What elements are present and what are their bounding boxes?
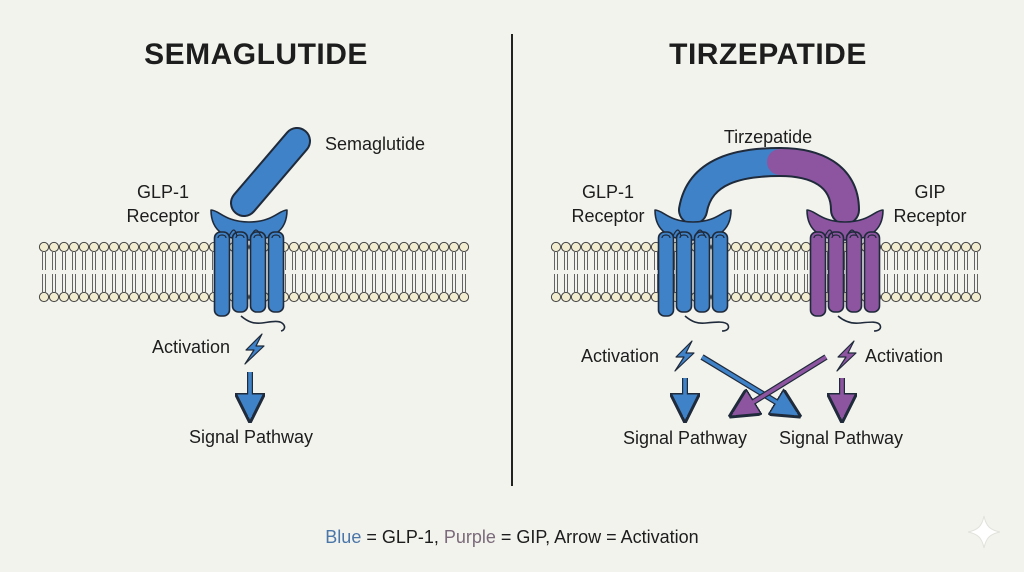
sparkle-icon [967,515,1001,549]
receptor-tail-gip-right [837,315,882,332]
receptor-tail-left [240,315,286,332]
lightning-icon-gip-right [836,340,857,372]
semaglutide-label: Semaglutide [325,134,425,154]
tirzepatide-label: Tirzepatide [724,127,812,147]
signal-pathway-label-right-left: Signal Pathway [623,428,747,448]
lightning-icon-glp-right [674,340,695,372]
left-title: SEMAGLUTIDE [144,38,368,71]
activation-arrow-gip-cross [734,354,828,414]
right-title: TIRZEPATIDE [669,38,867,71]
signal-pathway-label-right-right: Signal Pathway [779,428,903,448]
gip-receptor-label-2: Receptor [893,206,966,226]
glp1-receptor-label-right-2: Receptor [571,206,644,226]
activation-label-right-right: Activation [865,346,943,366]
tirzepatide-molecule-glp1-part [680,149,793,223]
legend-blue-word: Blue [325,527,362,547]
cell-membrane-right [550,241,982,303]
receptor-tail-glp-right [684,315,730,332]
gip-receptor-label-1: GIP [914,182,945,202]
gip-receptor-right [806,209,884,317]
signal-pathway-label-left: Signal Pathway [189,427,313,447]
activation-label-left: Activation [152,337,230,357]
lightning-icon-left [244,333,265,365]
glp1-receptor-label-left-2: Receptor [126,206,199,226]
glp1-receptor-label-left-1: GLP-1 [137,182,189,202]
activation-label-right-left: Activation [581,346,659,366]
legend-purple-word: Purple [443,527,496,547]
semaglutide-molecule-fill [232,129,309,215]
tirzepatide-molecule-gip-part [767,149,858,223]
glp1-receptor-right [654,209,732,317]
legend-part-1: = GLP-1, [361,527,444,547]
color-legend: Blue = GLP-1, Purple = GIP, Arrow = Acti… [0,527,1024,548]
glp1-receptor-left [210,209,288,317]
glp1-receptor-label-right-1: GLP-1 [582,182,634,202]
legend-part-2: = GIP, Arrow = Activation [495,527,699,547]
activation-arrow-glp-cross [700,354,796,414]
